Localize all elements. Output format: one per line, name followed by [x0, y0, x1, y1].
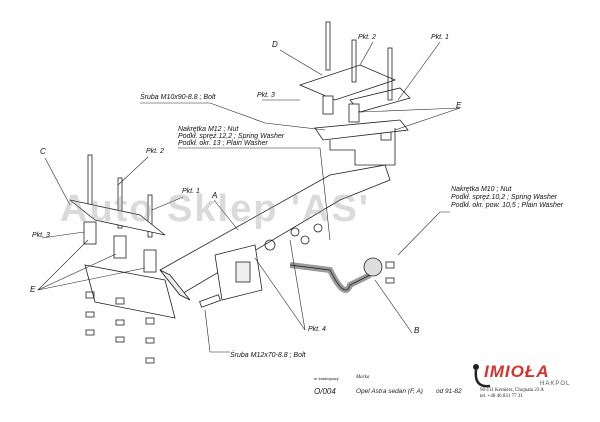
label-pkt3-top: Pkt. 3 [257, 92, 275, 99]
brand-logo: IMIOŁA [484, 362, 550, 381]
note-m12-line: Nakrętka M12 ; Nut [178, 126, 239, 133]
brand-logo-sub: HAKPOL [540, 381, 571, 387]
label-e-left: E [30, 285, 36, 294]
note-m12-line: Podkł. spręż.12,2 ; Spring Washer [178, 133, 285, 140]
label-pkt2-top: Pkt. 2 [358, 34, 376, 41]
ball-hook [289, 257, 383, 293]
catalog-number: O/004 [314, 387, 336, 396]
left-plate-assembly [69, 154, 176, 319]
company-phone: tel. +48 46 831 77 31 [480, 394, 523, 399]
company-address: 96-111 Kernierz, Chojnata 23 A [480, 388, 544, 393]
watermark: Auto Sklep 'AS' [60, 188, 370, 230]
label-pkt4: Pkt. 4 [308, 326, 326, 333]
label-bolt-m12: Śruba M12x70-8.8 ; Bolt [230, 352, 306, 359]
note-m10-line: Podkł. spręż.10,2 ; Spring Washer [451, 194, 558, 201]
top-plate-assembly [298, 21, 411, 166]
label-a: A [212, 191, 218, 200]
logo-hook-icon [474, 369, 491, 388]
label-pkt2-left: Pkt. 2 [146, 148, 164, 155]
catalog-label: nr katalogowy [314, 376, 339, 381]
note-m10-line: Podkł. okr. pow. 10,5 ; Plain Washer [451, 202, 564, 209]
car-model: Opel Astra sedan (F, A) [356, 388, 423, 395]
brand-label: Marka [356, 375, 370, 380]
note-m10-line: Nakrętka M10 ; Nut [451, 186, 512, 193]
label-c: C [40, 147, 46, 156]
note-m12-line: Podkł. okr. 13 ; Plain Washer [178, 140, 268, 147]
label-bolt-m10: Śruba M10x90-8.8 ; Bolt [140, 94, 216, 101]
model-years: od 91-82 [436, 388, 462, 395]
label-pkt1-top: Pkt. 1 [431, 34, 449, 41]
nut-stacks [85, 261, 395, 364]
label-e-top: E [456, 101, 462, 110]
main-beam [159, 164, 391, 308]
label-pkt1-left: Pkt. 1 [182, 188, 200, 195]
label-pkt3-left: Pkt. 3 [32, 232, 50, 239]
leader-lines [37, 41, 461, 353]
label-d: D [272, 40, 278, 49]
label-b: B [414, 326, 420, 335]
